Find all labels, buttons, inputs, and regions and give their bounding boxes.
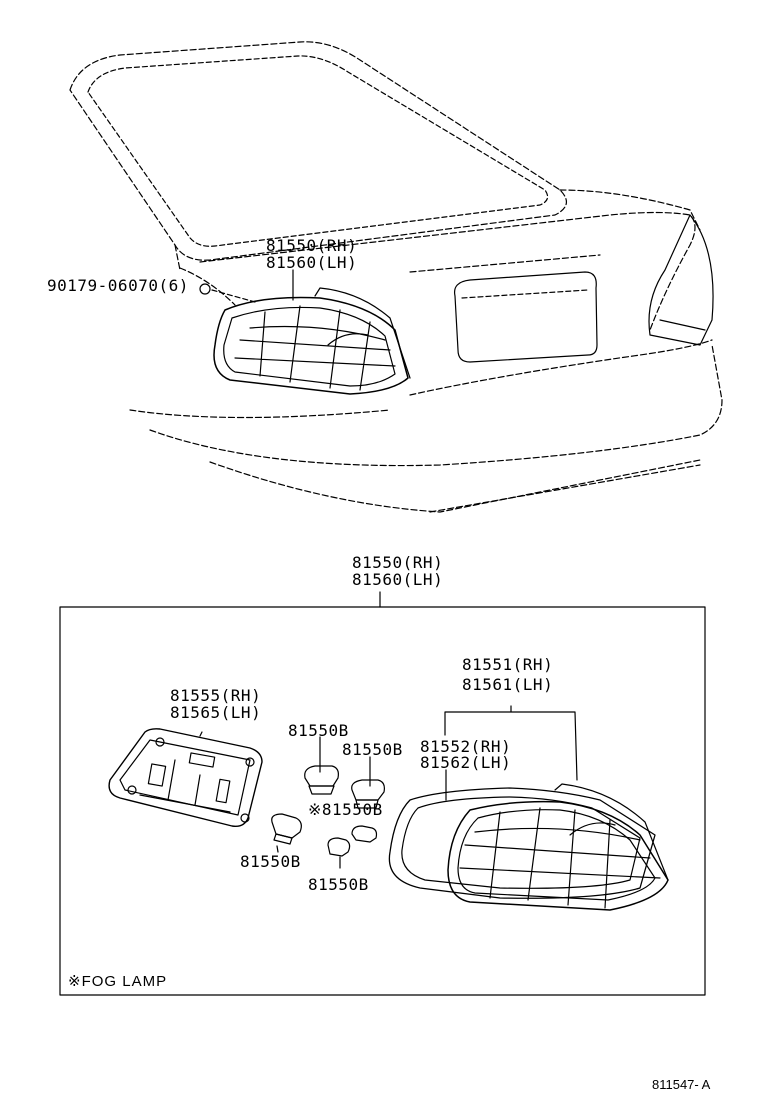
bulb-group xyxy=(271,736,385,869)
figure-id: 811547- A xyxy=(652,1077,711,1092)
label-bulb-3: 81550B xyxy=(240,852,301,871)
label-bulb-1: 81550B xyxy=(288,721,349,740)
exploded-view-frame xyxy=(59,606,706,996)
socket-plate xyxy=(108,728,263,828)
label-bulb-fog: ※81550B xyxy=(308,800,383,819)
label-assy-lh: 81560(LH) xyxy=(352,570,444,589)
label-lamp-lh-top: 81560(LH) xyxy=(266,253,358,272)
label-assy-rh: 81550(RH) xyxy=(352,553,444,572)
label-nut: 90179-06070(6) xyxy=(47,276,189,295)
label-lens-rh: 81551(RH) xyxy=(462,655,554,674)
label-socket-rh: 81555(RH) xyxy=(170,686,262,705)
label-socket-lh: 81565(LH) xyxy=(170,703,262,722)
car-rear-drawing xyxy=(69,41,723,513)
label-bulb-2: 81550B xyxy=(342,740,403,759)
label-bulb-4: 81550B xyxy=(308,875,369,894)
label-gasket-rh: 81552(RH) xyxy=(420,737,512,756)
label-lamp-rh-top: 81550(RH) xyxy=(266,236,358,255)
legend-fog-lamp: ※FOG LAMP xyxy=(68,973,168,990)
label-lens-lh: 81561(LH) xyxy=(462,675,554,694)
tail-lamp-installed xyxy=(213,287,411,395)
lens xyxy=(447,783,669,911)
gasket xyxy=(388,787,656,899)
label-gasket-lh: 81562(LH) xyxy=(420,753,512,772)
